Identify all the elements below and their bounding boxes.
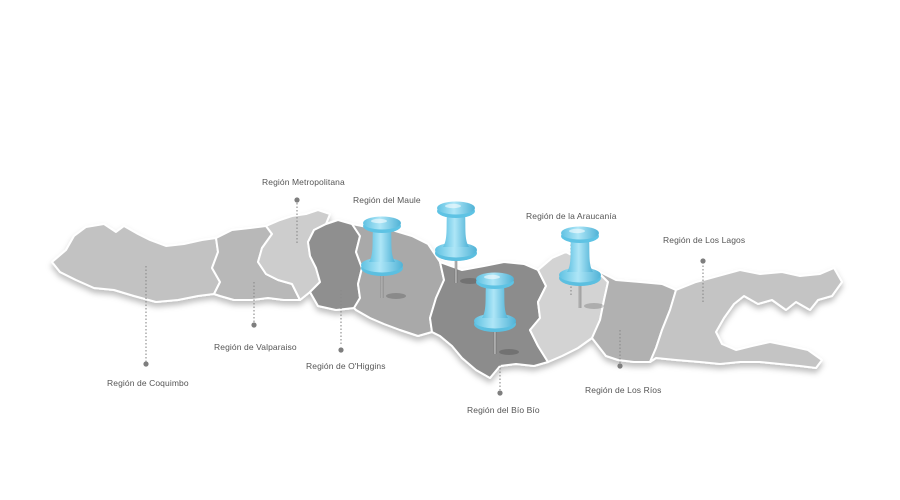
marker-dot-valparaiso bbox=[251, 322, 257, 328]
pushpin-icon-biobio[interactable] bbox=[474, 272, 519, 356]
label-ohiggins: Región de O'Higgins bbox=[306, 361, 386, 371]
pushpin-icon-maule[interactable] bbox=[361, 216, 406, 300]
label-losrios: Región de Los Ríos bbox=[585, 385, 662, 395]
label-maule: Región del Maule bbox=[353, 195, 421, 205]
marker-dot-loslagos bbox=[700, 258, 706, 264]
label-valparaiso: Región de Valparaiso bbox=[214, 342, 297, 352]
marker-dot-coquimbo bbox=[143, 361, 149, 367]
region-coquimbo[interactable] bbox=[51, 223, 221, 303]
marker-dot-ohiggins bbox=[338, 347, 344, 353]
label-metropolitana: Región Metropolitana bbox=[262, 177, 345, 187]
marker-dot-losrios bbox=[617, 363, 623, 369]
label-araucania: Región de la Araucanía bbox=[526, 211, 617, 221]
region-loslagos[interactable] bbox=[649, 267, 843, 369]
label-biobio: Región del Bío Bío bbox=[467, 405, 540, 415]
pushpin-icon-between[interactable] bbox=[435, 201, 480, 285]
label-loslagos: Región de Los Lagos bbox=[663, 235, 746, 245]
marker-dot-metropolitana bbox=[294, 197, 300, 203]
region-ohiggins[interactable] bbox=[307, 219, 363, 311]
label-coquimbo: Región de Coquimbo bbox=[107, 378, 189, 388]
pushpin-icon-araucania[interactable] bbox=[559, 226, 604, 310]
marker-dot-biobio bbox=[497, 390, 503, 396]
